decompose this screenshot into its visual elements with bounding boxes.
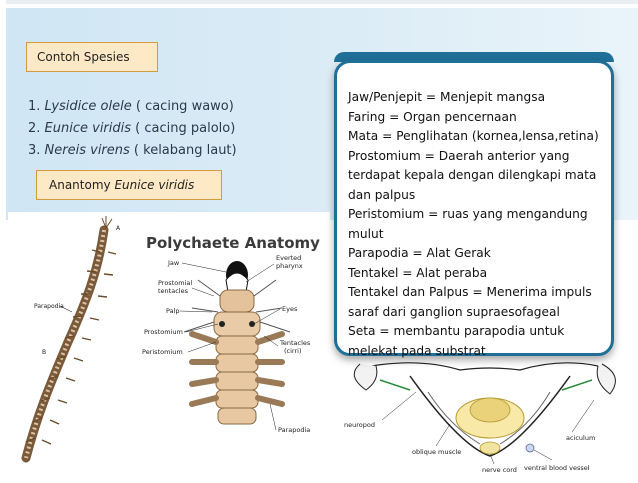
label-parapodia-small: Parapodia	[34, 303, 64, 310]
cross-section-drawing: neuropod oblique muscle nerve cord acicu…	[344, 362, 616, 474]
definition-line: Seta = membantu parapodia untuk	[348, 324, 565, 338]
definition-line: Tentakel = Alat peraba	[348, 265, 488, 280]
cross-section-figure: neuropod oblique muscle nerve cord acicu…	[340, 336, 638, 479]
label-neuropod: neuropod	[344, 421, 375, 429]
label-tentacles-cirri: Tentacles	[279, 339, 311, 347]
anatomy-tag: Anantomy Eunice viridis	[36, 170, 222, 200]
species-2-common: ( cacing palolo)	[131, 121, 236, 136]
label-cirri: (cirri)	[284, 347, 302, 355]
worm-parapodia-right	[41, 251, 117, 445]
definition-line: Mata = Penglihatan (kornea,lensa,retina)	[348, 129, 599, 143]
definition-line: dan palpus	[348, 187, 416, 202]
definition-line: Peristomium = ruas yang mengandung	[348, 207, 588, 221]
species-title-tag: Contoh Spesies	[26, 42, 158, 72]
label-prostomial: Prostomial	[158, 279, 192, 287]
polychaete-anatomy-drawing: Parapodia A B Polychaete Anatomy	[21, 216, 320, 463]
species-3-common: ( kelabang laut)	[129, 143, 237, 158]
top-stripe	[6, 0, 638, 4]
polychaete-anatomy-figure: Parapodia A B Polychaete Anatomy	[8, 212, 330, 464]
label-oblique-muscle: oblique muscle	[412, 448, 461, 456]
species-3-name: Nereis virens	[44, 143, 130, 158]
label-prostomium: Prostomium	[144, 328, 183, 336]
detailed-head	[183, 261, 291, 425]
species-item-3: 3. Nereis virens ( kelabang laut)	[28, 140, 318, 162]
definition-line: melekat pada substrat	[348, 343, 486, 358]
definition-line: Jaw/Penjepit = Menjepit mangsa	[348, 90, 546, 104]
worm-parapodia-left	[25, 249, 101, 443]
label-nerve-cord: nerve cord	[482, 466, 517, 474]
definition-line: Tentakel dan Palpus = Menerima impuls	[348, 285, 592, 299]
definition-line: Prostomium = Daerah anterior yang	[348, 148, 570, 163]
definition-line: saraf dari ganglion supraesofageal	[348, 304, 560, 319]
callout-top-bar	[334, 52, 614, 62]
label-b: B	[42, 349, 46, 356]
label-a: A	[116, 225, 121, 232]
definition-line: Parapodia = Alat Gerak	[348, 246, 491, 260]
label-aciculum: aciculum	[566, 434, 595, 442]
prostomium-shape	[219, 289, 255, 313]
label-everted: Everted	[276, 254, 301, 262]
definition-line: terdapat kepala dengan dilengkapi mata	[348, 168, 597, 182]
species-1-name: Lysidice olele	[44, 99, 132, 114]
definition-line: Faring = Organ pencernaan	[348, 109, 517, 124]
species-2-name: Eunice viridis	[44, 121, 132, 136]
species-1-num: 1.	[28, 99, 45, 114]
label-peristomium: Peristomium	[142, 348, 183, 356]
anatomy-prefix: Anantomy	[49, 178, 115, 192]
species-item-1: 1. Lysidice olele ( cacing wawo)	[28, 96, 318, 118]
label-ventral-blood-vessel: ventral blood vessel	[524, 464, 590, 472]
label-tentacles: tentacles	[158, 287, 189, 295]
worm-head-tentacles	[101, 216, 113, 229]
species-2-num: 2.	[28, 121, 45, 136]
worm-segments	[24, 229, 106, 459]
figure-title: Polychaete Anatomy	[146, 234, 320, 252]
label-palp: Palp	[166, 307, 180, 315]
label-parapodia: Parapodia	[278, 426, 310, 434]
definition-callout	[334, 60, 614, 356]
species-3-num: 3.	[28, 143, 45, 158]
anatomy-species: Eunice viridis	[114, 178, 195, 192]
species-1-common: ( cacing wawo)	[131, 99, 234, 114]
definition-list: Jaw/Penjepit = Menjepit mangsa Faring = …	[348, 88, 618, 361]
species-title: Contoh Spesies	[37, 50, 130, 64]
species-list: 1. Lysidice olele ( cacing wawo) 2. Euni…	[28, 96, 318, 162]
definition-line: mulut	[348, 226, 384, 241]
label-jaw: Jaw	[167, 259, 180, 267]
label-pharynx: pharynx	[276, 262, 303, 270]
species-item-2: 2. Eunice viridis ( cacing palolo)	[28, 118, 318, 140]
label-eyes: Eyes	[282, 305, 298, 313]
